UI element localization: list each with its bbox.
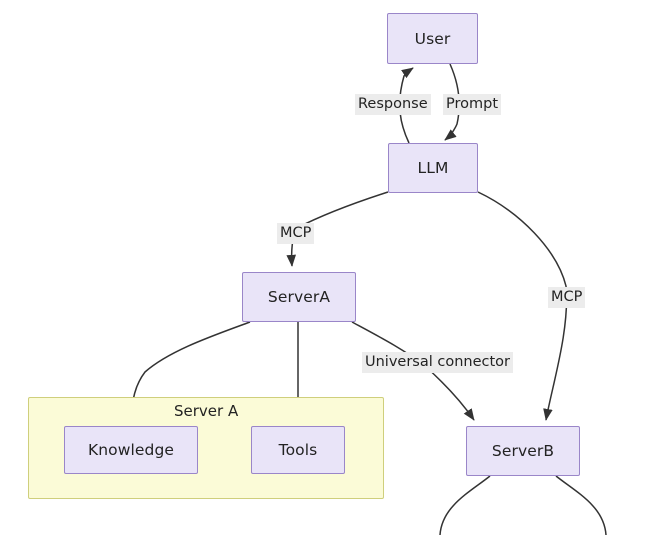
node-knowledge-label: Knowledge	[87, 441, 175, 459]
node-user[interactable]: User	[387, 13, 478, 64]
edge-label-mcp-right: MCP	[548, 287, 586, 308]
edge-label-mcp-left: MCP	[277, 223, 315, 244]
edge-serverB-out-left	[439, 475, 491, 535]
node-serverb-label: ServerB	[491, 442, 555, 460]
node-servera-label: ServerA	[267, 288, 331, 306]
cluster-server-a-title: Server A	[174, 402, 239, 420]
node-tools-label: Tools	[278, 441, 318, 459]
edge-llm-to-user	[398, 67, 414, 144]
node-tools[interactable]: Tools	[251, 426, 345, 474]
edge-serverB-out-right	[555, 475, 607, 535]
node-serverb[interactable]: ServerB	[466, 426, 580, 476]
node-llm-label: LLM	[417, 159, 449, 177]
node-servera[interactable]: ServerA	[242, 272, 356, 322]
node-user-label: User	[414, 29, 451, 48]
edge-label-universal-connector: Universal connector	[362, 352, 514, 373]
edge-label-prompt: Prompt	[443, 94, 502, 115]
edge-label-response: Response	[355, 94, 431, 115]
edge-user-to-llm	[444, 63, 460, 141]
edge-llm-to-serverB	[477, 191, 568, 421]
node-llm[interactable]: LLM	[388, 143, 478, 193]
node-knowledge[interactable]: Knowledge	[64, 426, 198, 474]
